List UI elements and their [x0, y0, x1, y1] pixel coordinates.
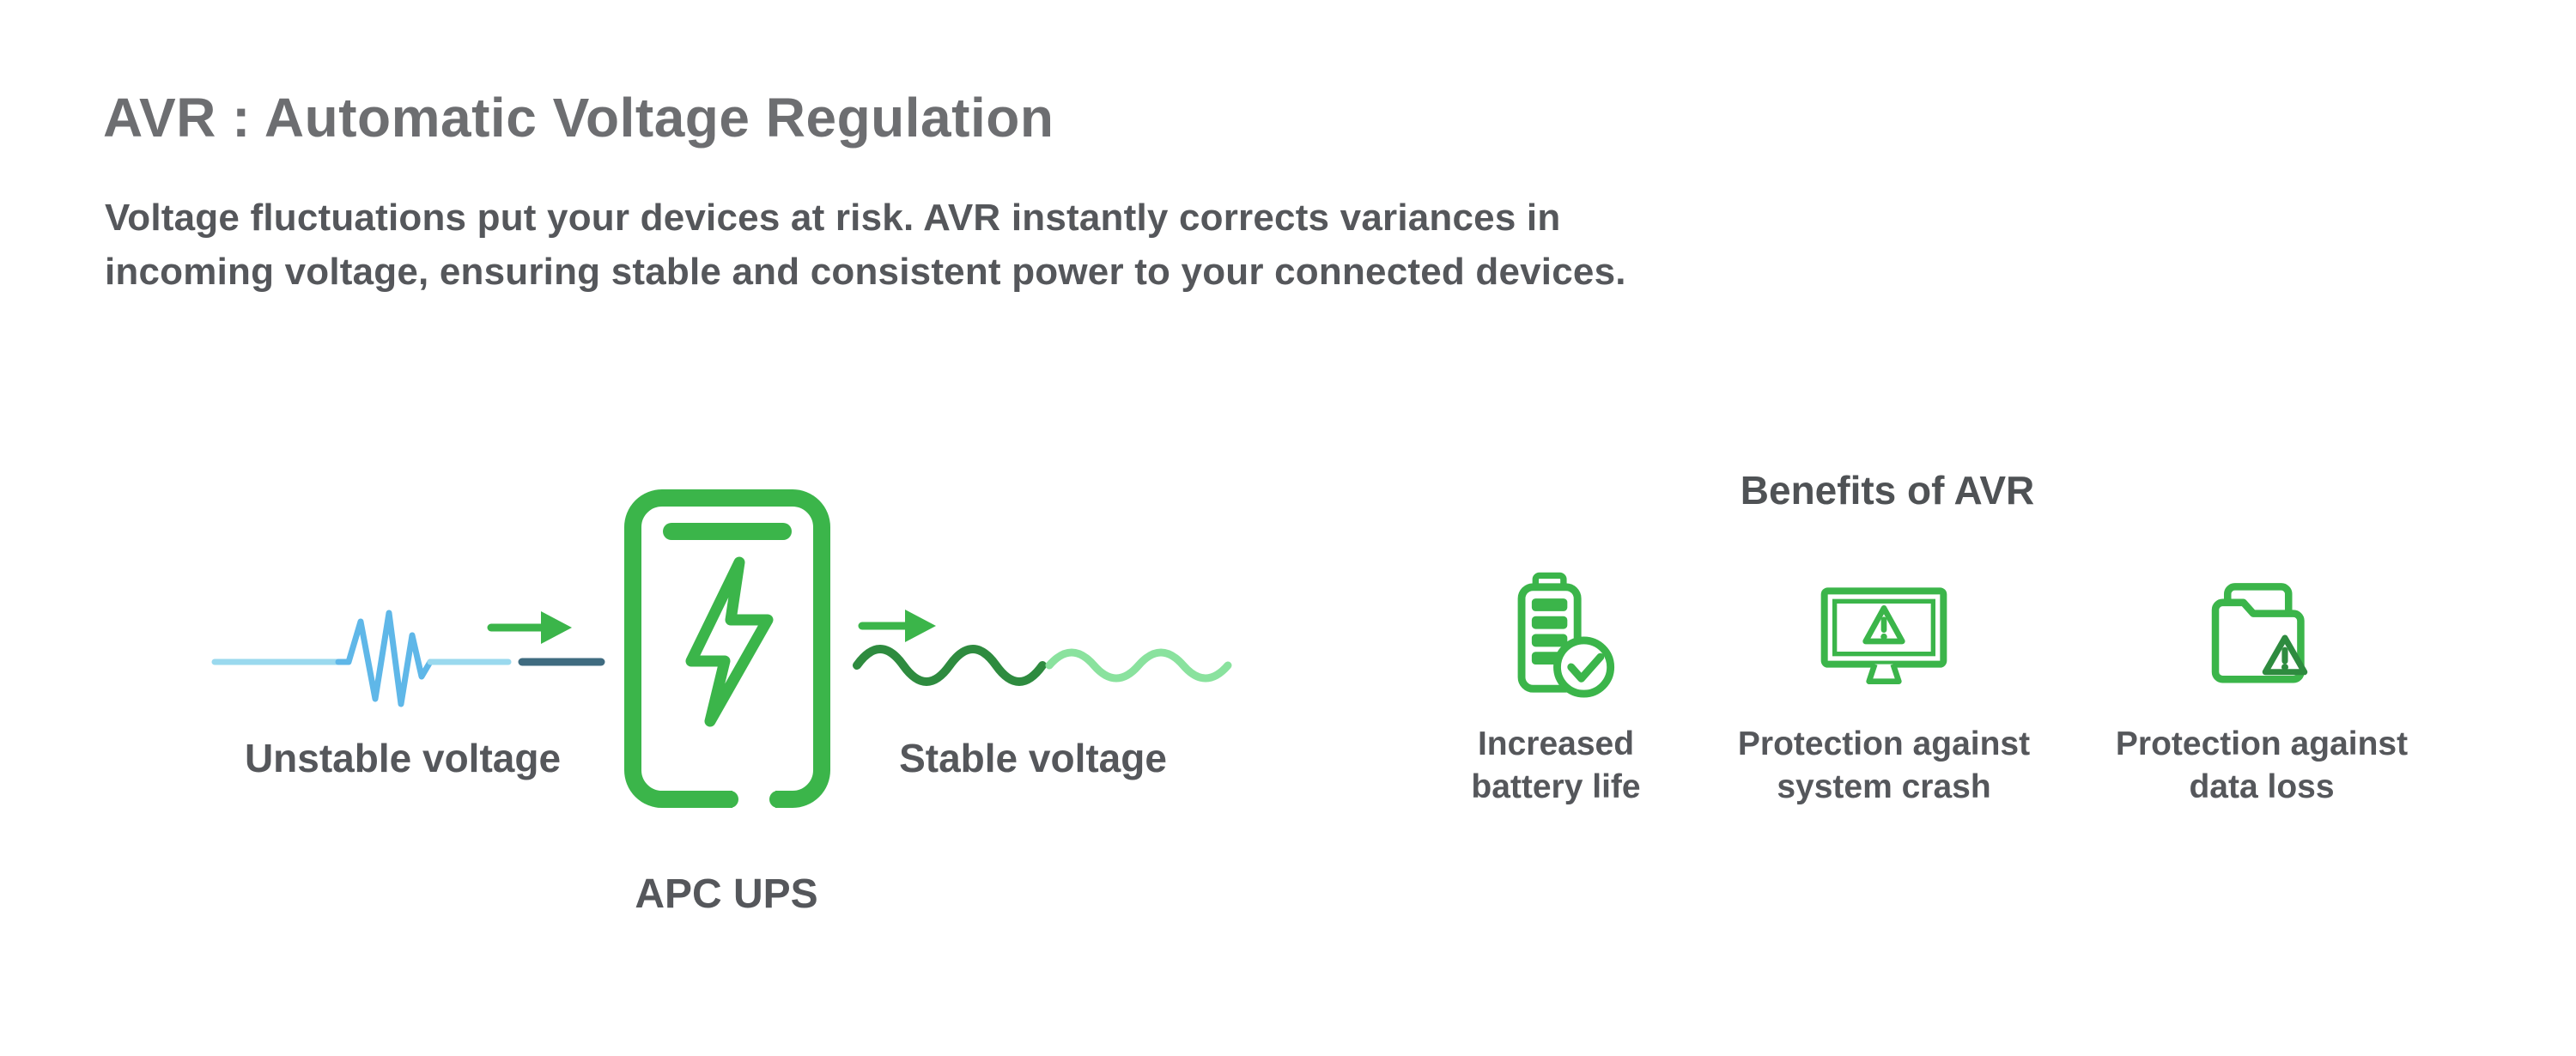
- unstable-voltage-label: Unstable voltage: [244, 736, 562, 780]
- benefit-label-line2: data loss: [2189, 768, 2335, 805]
- benefit-label-line1: Protection against: [2115, 725, 2409, 762]
- stable-voltage-label: Stable voltage: [899, 736, 1167, 780]
- benefit-label-line1: Protection against: [1737, 725, 2031, 762]
- benefit-item-system-crash: Protection against system crash: [1643, 560, 2124, 809]
- page-description-line2: incoming voltage, ensuring stable and co…: [105, 251, 1626, 293]
- monitor-warning-icon: [1815, 560, 1953, 699]
- folder-warning-icon: [2201, 560, 2323, 699]
- benefit-label-line1: Increased: [1477, 725, 1635, 762]
- benefit-label-line2: battery life: [1471, 768, 1641, 805]
- arrow-right-icon: [487, 611, 572, 644]
- benefits-heading: Benefits of AVR: [1740, 468, 2035, 513]
- benefit-item-battery-life: Increased battery life: [1315, 560, 1796, 809]
- page-title: AVR : Automatic Voltage Regulation: [103, 87, 1054, 149]
- battery-check-icon: [1492, 560, 1619, 699]
- benefit-item-data-loss: Protection against data loss: [2021, 560, 2502, 809]
- ups-device-label: APC UPS: [635, 871, 818, 917]
- benefit-label-line2: system crash: [1777, 768, 1991, 805]
- page-description: Voltage fluctuations put your devices at…: [105, 191, 1626, 299]
- page-description-line1: Voltage fluctuations put your devices at…: [105, 197, 1561, 239]
- ups-device-icon: [624, 489, 830, 821]
- lightning-bolt-icon: [685, 556, 774, 727]
- arrow-right-icon: [858, 610, 936, 642]
- unstable-waveform-icon: [211, 610, 605, 707]
- stable-waveform-icon: [853, 645, 1232, 686]
